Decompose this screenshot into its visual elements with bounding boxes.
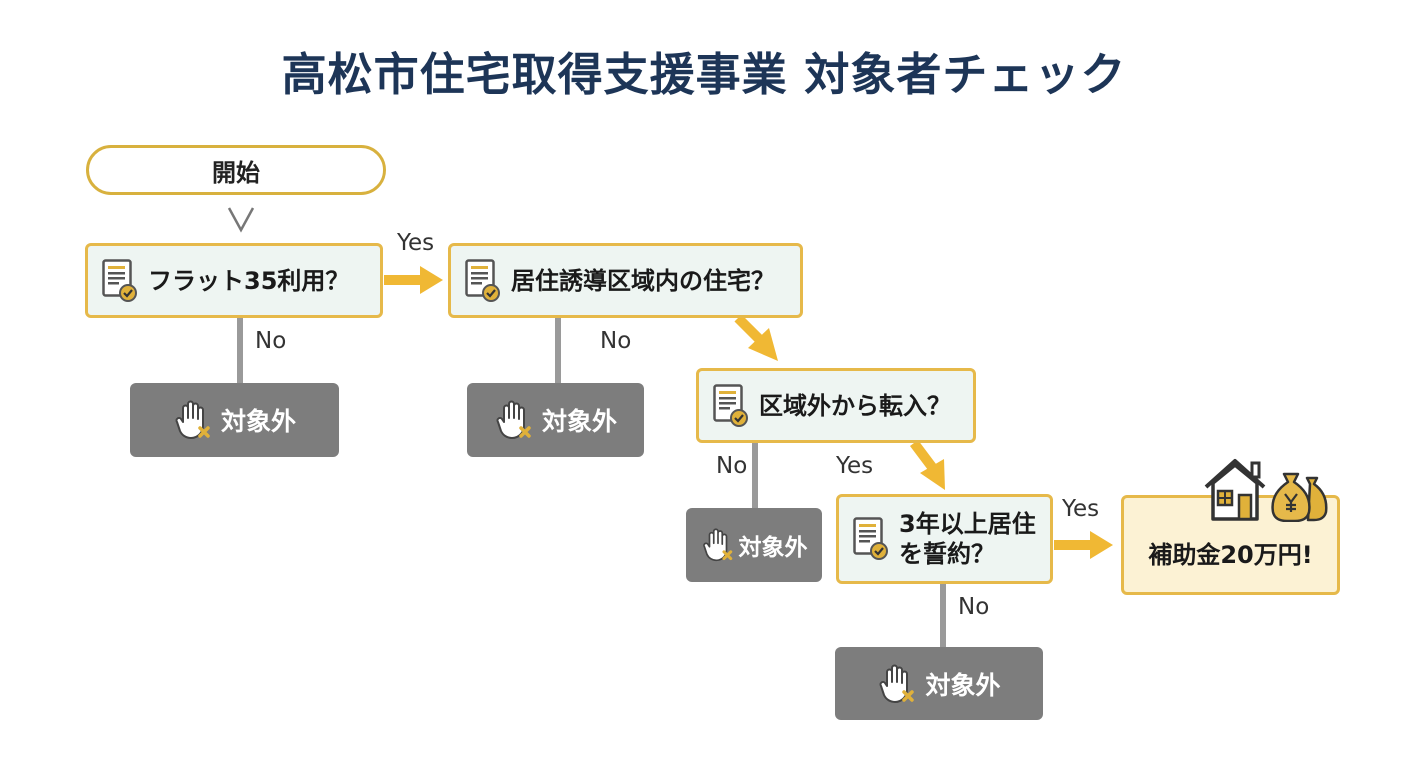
start-label: 開始: [212, 158, 260, 187]
no-label: No: [958, 594, 990, 620]
question-node-relocation: 区域外から転入？: [696, 368, 976, 443]
start-chevron: [227, 207, 255, 233]
not-eligible-label: 対象外: [541, 407, 617, 436]
house-icon: [1204, 459, 1266, 521]
no-label: No: [600, 328, 632, 354]
not-eligible-node: 対象外: [130, 383, 339, 457]
question-node-zone: 居住誘導区域内の住宅？: [448, 243, 803, 318]
yes-label: Yes: [1062, 496, 1100, 522]
document-check-icon: [713, 384, 749, 428]
no-connector-3: [752, 443, 758, 509]
question-label: フラット35利用？: [148, 266, 350, 295]
question-node-flat35: フラット35利用？: [85, 243, 383, 318]
yes-label: Yes: [397, 230, 435, 256]
question-label: 3年以上居住 を誓約？: [899, 509, 1036, 569]
not-eligible-node: 対象外: [835, 647, 1043, 720]
yes-arrow-3-head: [920, 459, 945, 490]
hand-stop-icon: [877, 662, 917, 706]
result-label: 補助金20万円!: [1148, 540, 1313, 569]
question-line-2: を誓約？: [899, 540, 995, 568]
document-check-icon: [465, 259, 501, 303]
no-connector-1: [237, 318, 243, 384]
yes-arrow-2: [734, 314, 766, 346]
question-label: 居住誘導区域内の住宅？: [511, 266, 775, 295]
hand-stop-icon: [173, 398, 213, 442]
yes-arrow-3: [910, 440, 936, 470]
yes-arrow-2-head: [748, 328, 778, 361]
document-check-icon: [853, 517, 889, 561]
hand-stop-icon: [701, 523, 735, 567]
question-node-residency-pledge: 3年以上居住 を誓約？: [836, 494, 1053, 584]
not-eligible-label: 対象外: [738, 535, 808, 561]
hand-stop-icon: [494, 398, 534, 442]
yes-label: Yes: [836, 453, 874, 479]
not-eligible-node: 対象外: [686, 508, 822, 582]
question-label: 区域外から転入？: [759, 391, 951, 420]
yes-arrow-1-head: [420, 266, 443, 294]
money-bag-yen-icon: [1271, 472, 1328, 522]
no-label: No: [255, 328, 287, 354]
no-connector-2: [555, 318, 561, 384]
not-eligible-label: 対象外: [925, 670, 1001, 700]
question-line-1: 3年以上居住: [899, 510, 1036, 538]
not-eligible-label: 対象外: [220, 407, 296, 436]
start-node: 開始: [86, 145, 386, 195]
document-check-icon: [102, 259, 138, 303]
page-title: 高松市住宅取得支援事業 対象者チェック: [281, 48, 1127, 101]
yes-arrow-4-head: [1090, 531, 1113, 559]
no-connector-4: [940, 584, 946, 648]
not-eligible-node: 対象外: [467, 383, 644, 457]
no-label: No: [716, 453, 748, 479]
